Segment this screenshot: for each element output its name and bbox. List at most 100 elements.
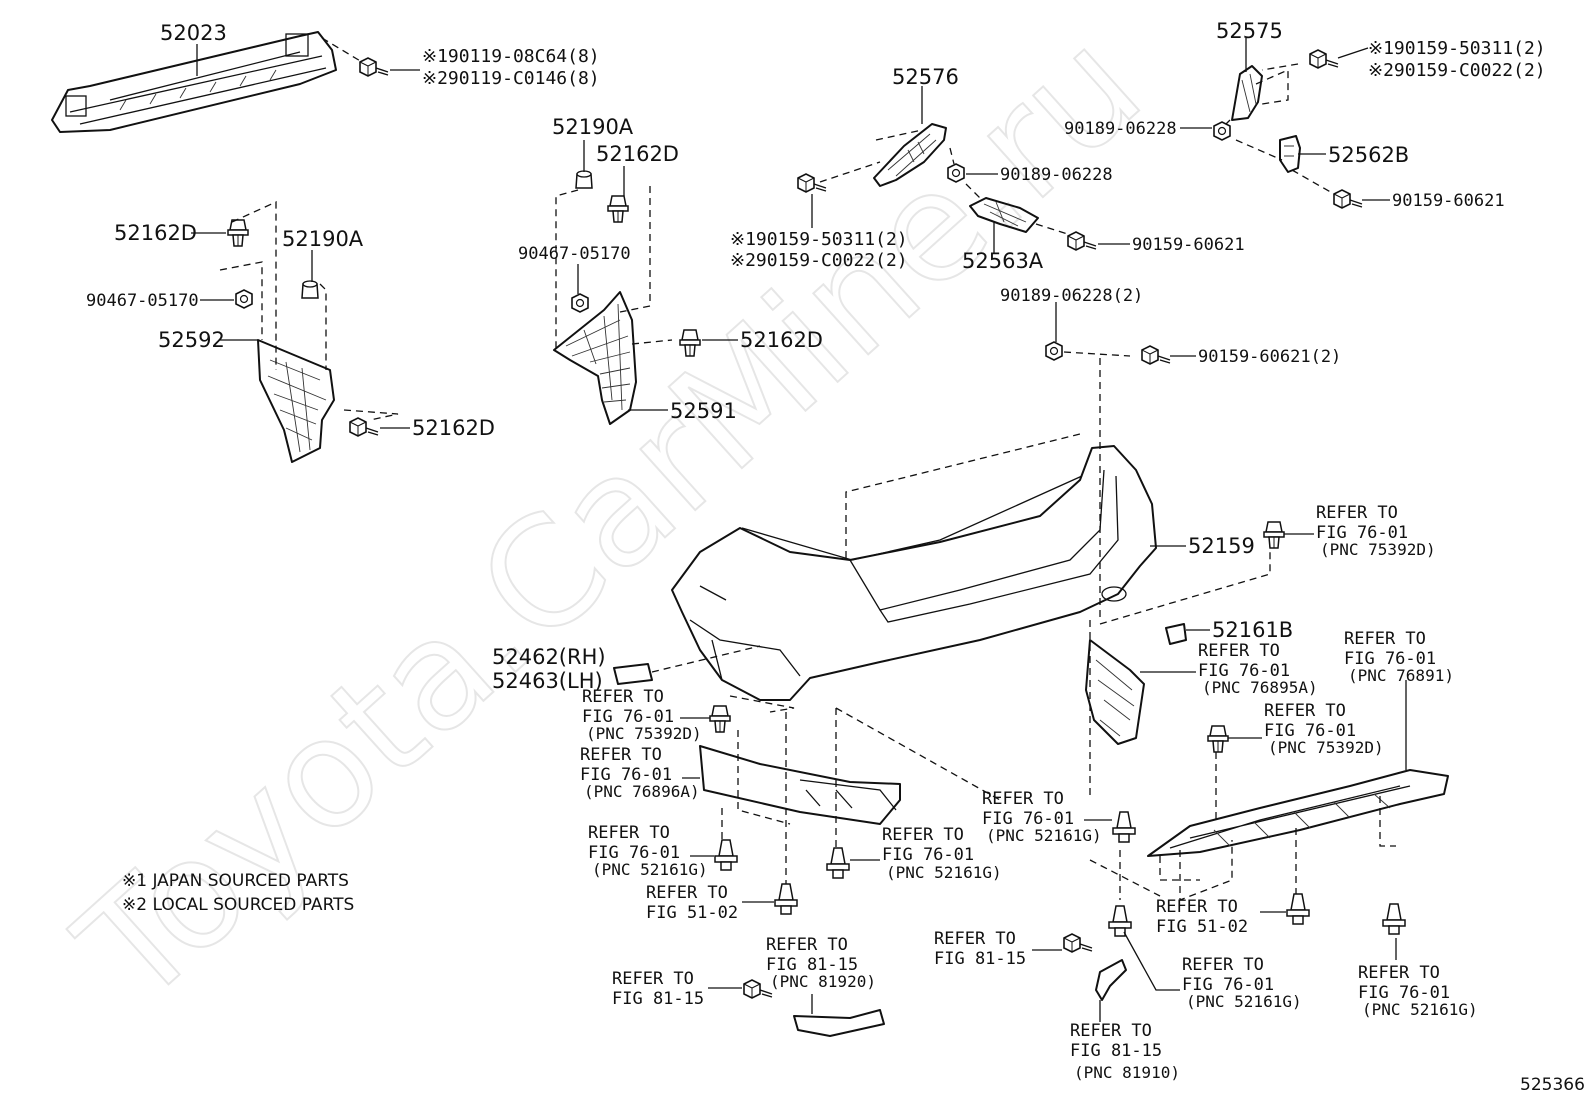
ref3-l1: REFER TO bbox=[1344, 629, 1426, 649]
clip-icon bbox=[227, 219, 249, 247]
ref9-l2: FIG 76-01 bbox=[982, 809, 1074, 829]
ref16-l2: FIG 81-15 bbox=[1070, 1041, 1162, 1061]
ref1-pnc: (PNC 75392D) bbox=[1320, 540, 1436, 559]
note-japan-sourced: ※1 JAPAN SOURCED PARTS bbox=[122, 871, 349, 891]
bolt-icon bbox=[359, 57, 389, 77]
ref2-l1: REFER TO bbox=[1198, 641, 1280, 661]
grommet-icon bbox=[301, 280, 319, 299]
ref14-l2: FIG 81-15 bbox=[934, 949, 1026, 969]
reinforcement-52023 bbox=[51, 31, 337, 133]
label-52162D-l: 52162D bbox=[114, 221, 197, 245]
ref9-l1: REFER TO bbox=[982, 789, 1064, 809]
cap-52161B bbox=[1165, 623, 1187, 645]
label-bolt-b1: ※190159-50311(2) bbox=[1368, 38, 1546, 59]
label-52575: 52575 bbox=[1216, 19, 1283, 43]
ref3-pnc: (PNC 76891) bbox=[1348, 666, 1454, 685]
bolt-icon bbox=[1333, 189, 1363, 209]
note-local-sourced: ※2 LOCAL SOURCED PARTS bbox=[122, 895, 354, 915]
ref17-l2: FIG 76-01 bbox=[1358, 983, 1450, 1003]
ref10-l1: REFER TO bbox=[646, 883, 728, 903]
ref1-l1: REFER TO bbox=[1316, 503, 1398, 523]
bolt-icon bbox=[743, 979, 773, 999]
ref11-l2: FIG 51-02 bbox=[1156, 917, 1248, 937]
mud-guard-76895A bbox=[1085, 639, 1145, 745]
bolt-icon bbox=[1309, 49, 1339, 69]
ref3-l2: FIG 76-01 bbox=[1344, 649, 1436, 669]
ref6-pnc: (PNC 76896A) bbox=[584, 782, 700, 801]
ref4-l1: REFER TO bbox=[1264, 701, 1346, 721]
retainer-52592 bbox=[257, 339, 335, 463]
ref17-pnc: (PNC 52161G) bbox=[1362, 1000, 1478, 1019]
label-52592: 52592 bbox=[158, 328, 225, 352]
ref6-l1: REFER TO bbox=[580, 745, 662, 765]
label-90189-a: 90189-06228 bbox=[1064, 119, 1177, 139]
label-52576: 52576 bbox=[892, 65, 959, 89]
garnish-76896A bbox=[699, 745, 901, 825]
label-52023: 52023 bbox=[160, 21, 227, 45]
label-bolt-a1: ※190119-08C64(8) bbox=[422, 46, 600, 67]
ref13-l2: FIG 81-15 bbox=[612, 989, 704, 1009]
nut-icon bbox=[235, 289, 253, 309]
figure-id: 525366 bbox=[1520, 1075, 1585, 1095]
nut-icon bbox=[571, 293, 589, 313]
bolt-icon bbox=[1141, 345, 1171, 365]
label-52562B: 52562B bbox=[1328, 143, 1409, 167]
bolt-icon bbox=[797, 173, 827, 193]
label-52190A-r: 52190A bbox=[552, 115, 634, 139]
push-rivet-icon bbox=[1112, 811, 1136, 843]
label-90159-b: 90159-60621 bbox=[1132, 235, 1245, 255]
ref11-l1: REFER TO bbox=[1156, 897, 1238, 917]
bolt-icon bbox=[1063, 933, 1093, 953]
ref15-l2: FIG 76-01 bbox=[1182, 975, 1274, 995]
ref9-pnc: (PNC 52161G) bbox=[986, 826, 1102, 845]
ref15-l1: REFER TO bbox=[1182, 955, 1264, 975]
clip-icon bbox=[607, 195, 629, 223]
ref15-pnc: (PNC 52161G) bbox=[1186, 992, 1302, 1011]
label-90189-b: 90189-06228 bbox=[1000, 165, 1113, 185]
clip-icon bbox=[1207, 725, 1229, 753]
push-rivet-icon bbox=[774, 883, 798, 915]
label-90189-c: 90189-06228(2) bbox=[1000, 286, 1143, 306]
ref6-l2: FIG 76-01 bbox=[580, 765, 672, 785]
reflector-icon bbox=[613, 663, 653, 685]
label-52563A: 52563A bbox=[962, 249, 1044, 273]
push-rivet-icon bbox=[1286, 893, 1310, 925]
ref4-l2: FIG 76-01 bbox=[1264, 721, 1356, 741]
label-52162D-l2: 52162D bbox=[412, 416, 495, 440]
push-rivet-icon bbox=[826, 847, 850, 879]
ref10-l2: FIG 51-02 bbox=[646, 903, 738, 923]
label-90159-a: 90159-60621 bbox=[1392, 191, 1505, 211]
label-bolt-c1: ※190159-50311(2) bbox=[730, 229, 908, 250]
ref16-pnc: (PNC 81910) bbox=[1074, 1063, 1180, 1082]
ref13-l1: REFER TO bbox=[612, 969, 694, 989]
clip-icon bbox=[709, 705, 731, 733]
ref8-pnc: (PNC 52161G) bbox=[886, 863, 1002, 882]
nut-icon bbox=[1045, 341, 1063, 361]
label-bolt-b2: ※290159-C0022(2) bbox=[1368, 60, 1546, 81]
label-bolt-a2: ※290119-C0146(8) bbox=[422, 68, 600, 89]
label-90467-r: 90467-05170 bbox=[518, 244, 631, 264]
ref12-l2: FIG 81-15 bbox=[766, 955, 858, 975]
bracket-52563A bbox=[969, 197, 1039, 233]
ref5-l1: REFER TO bbox=[582, 687, 664, 707]
reflector-81920 bbox=[793, 1009, 885, 1037]
ref12-l1: REFER TO bbox=[766, 935, 848, 955]
label-52161B: 52161B bbox=[1212, 618, 1293, 642]
label-52159: 52159 bbox=[1188, 534, 1255, 558]
label-52190A-l: 52190A bbox=[282, 227, 364, 251]
ref5-pnc: (PNC 75392D) bbox=[586, 724, 702, 743]
stay-52575 bbox=[1231, 65, 1263, 121]
label-90467-l: 90467-05170 bbox=[86, 291, 199, 311]
ref4-pnc: (PNC 75392D) bbox=[1268, 738, 1384, 757]
ref2-l2: FIG 76-01 bbox=[1198, 661, 1290, 681]
spoiler-76891 bbox=[1147, 769, 1449, 857]
bolt-icon bbox=[349, 417, 379, 437]
push-rivet-icon bbox=[714, 839, 738, 871]
label-52162D-r: 52162D bbox=[596, 142, 679, 166]
grommet-icon bbox=[575, 170, 593, 189]
ref7-l1: REFER TO bbox=[588, 823, 670, 843]
bumper-cover-52159 bbox=[671, 445, 1157, 701]
clip-icon bbox=[1263, 521, 1285, 549]
nut-icon bbox=[1213, 121, 1231, 141]
